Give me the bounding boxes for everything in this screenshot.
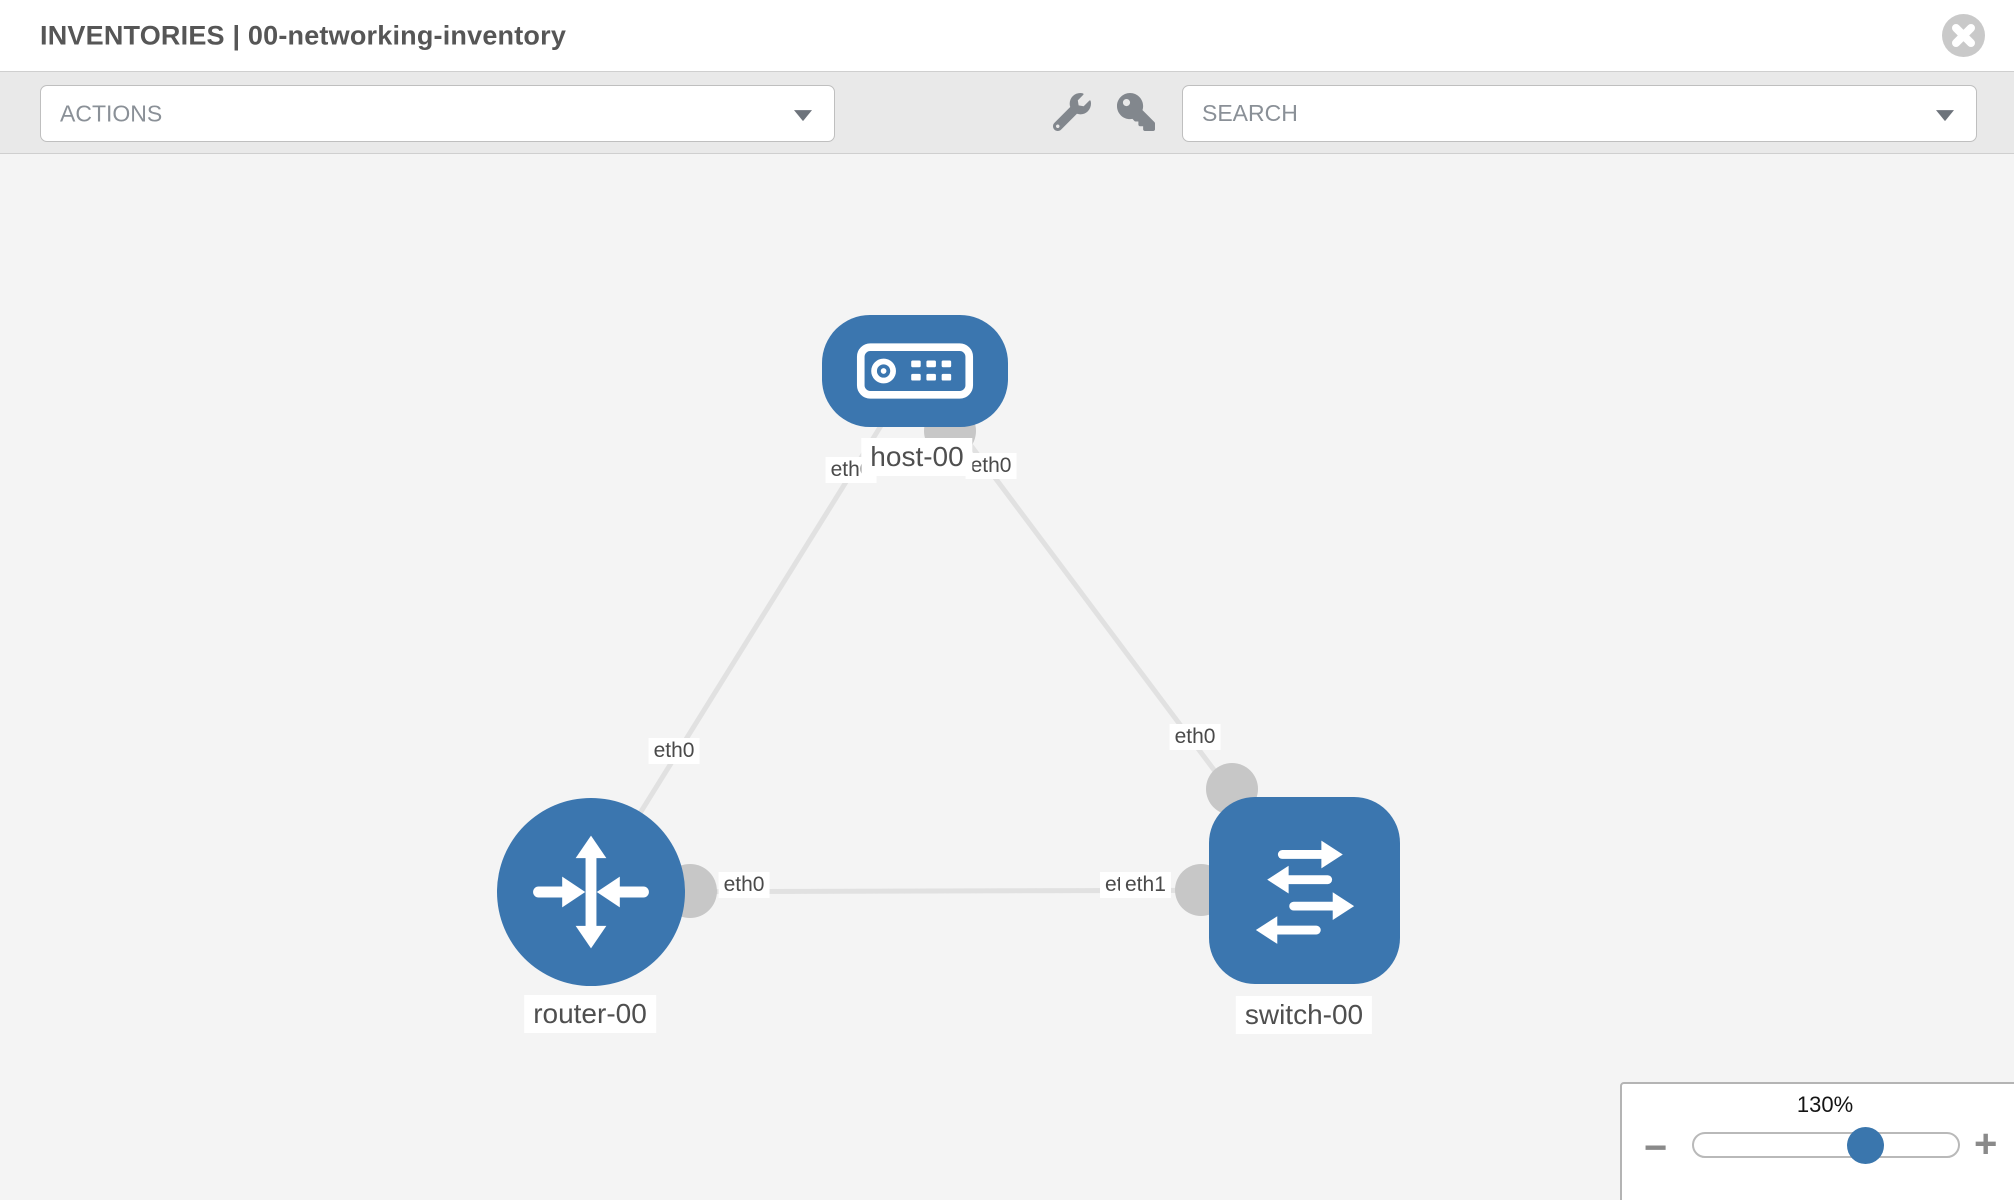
search-dropdown[interactable] (1182, 85, 1977, 142)
node-router-00[interactable] (497, 798, 685, 986)
close-icon (1952, 24, 1975, 47)
zoom-control-panel: 130% − + (1620, 1082, 2014, 1200)
node-host-00[interactable] (822, 315, 1008, 427)
node-switch-00[interactable] (1209, 797, 1400, 984)
toolbar: ACTIONS (0, 71, 2014, 154)
interface-label: eth0 (1169, 724, 1221, 750)
chevron-down-icon (794, 109, 812, 121)
interface-label: eth0 (718, 872, 770, 898)
zoom-level-label: 130% (1796, 1092, 1854, 1117)
zoom-in-button[interactable]: + (1974, 1122, 1998, 1166)
interface-label: eth0 (965, 453, 1017, 479)
switch-icon (1255, 840, 1354, 944)
router-icon (533, 835, 649, 949)
close-button[interactable] (1942, 14, 1985, 57)
search-input[interactable] (1193, 90, 1923, 137)
interface-label: eth1 (1120, 872, 1171, 898)
header: INVENTORIES | 00-networking-inventory (0, 0, 2014, 71)
zoom-slider-track[interactable] (1692, 1132, 1960, 1158)
actions-dropdown-label: ACTIONS (60, 100, 163, 126)
credentials-button[interactable] (1110, 87, 1162, 139)
node-label-switch: switch-00 (1235, 996, 1373, 1034)
host-icon (856, 343, 974, 399)
zoom-slider-handle[interactable] (1847, 1127, 1884, 1164)
zoom-out-button[interactable]: − (1644, 1126, 1668, 1170)
topology-links (588, 369, 1307, 895)
chevron-down-icon (1936, 109, 1954, 121)
node-label-router: router-00 (524, 995, 656, 1033)
page-title: INVENTORIES | 00-networking-inventory (40, 20, 567, 50)
tools-button[interactable] (1046, 87, 1098, 139)
key-icon (1117, 92, 1155, 131)
topology-canvas[interactable]: eth0 eth0 eth0 eth0 eth0 eth0 eth1 host-… (0, 154, 2014, 1200)
node-label-host: host-00 (861, 438, 973, 476)
wrench-icon (1052, 92, 1091, 131)
interface-label: eth0 (648, 738, 700, 764)
actions-dropdown[interactable]: ACTIONS (40, 85, 835, 142)
